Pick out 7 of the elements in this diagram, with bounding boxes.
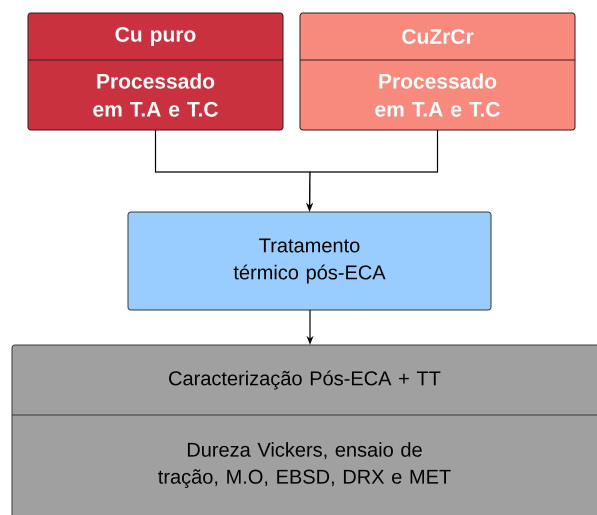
- box-heading: CuZrCr: [402, 29, 474, 44]
- box-text: Dureza Vickers, ensaio de tração, M.O, EBSD, DRX e MET: [158, 442, 451, 488]
- box-text: Processado em T.A e T.C: [375, 73, 500, 117]
- box-text: Tratamento térmico pós-ECA: [234, 238, 386, 284]
- box-heading: Cu puro: [116, 26, 196, 46]
- box-text: Processado em T.A e T.C: [93, 73, 218, 117]
- box-heading: Caracterização Pós-ECA + TT: [169, 370, 440, 390]
